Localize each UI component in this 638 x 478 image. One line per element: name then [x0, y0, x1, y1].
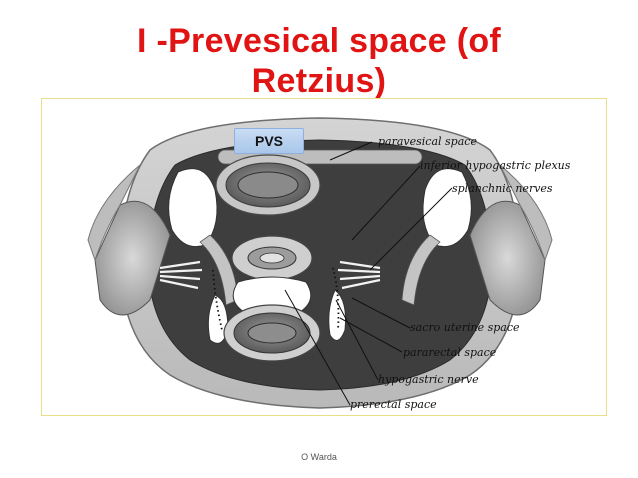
label-prerectal-space: prerectal space — [350, 398, 437, 411]
cervix-lumen — [259, 252, 285, 264]
bladder-lumen — [237, 171, 299, 199]
diagram-frame — [41, 98, 607, 416]
right-pararectal-space — [328, 289, 346, 341]
left-splanchnic-nerves — [159, 260, 203, 290]
right-vesico-uterine-septum — [401, 234, 441, 306]
right-hypogastric-nerve — [332, 267, 340, 331]
right-outer-flange — [499, 164, 553, 262]
footer-author: O Warda — [301, 452, 337, 462]
left-outer-flange — [87, 164, 141, 262]
leader-lines — [284, 141, 453, 406]
slide-title-line-1: I -Prevesical space (of — [136, 22, 502, 60]
label-sacro-uterine-space: sacro uterine space — [410, 321, 520, 334]
pvs-label-box: PVS — [234, 128, 304, 154]
label-splanchnic-nerves: splanchnic nerves — [452, 182, 553, 195]
left-vesico-uterine-septum — [199, 234, 239, 306]
slide-title-line-2: Retzius) — [251, 62, 387, 100]
left-hypogastric-nerve — [212, 269, 223, 331]
right-pelvic-bone — [469, 200, 546, 316]
label-inferior-hypogastric-plexus: inferior hypogastric plexus — [420, 159, 571, 172]
label-hypogastric-nerve: hypogastric nerve — [378, 373, 479, 386]
rectum-lumen — [247, 322, 297, 344]
label-paravesical-space: paravesical space — [378, 135, 477, 148]
label-pararectal-space: pararectal space — [403, 346, 497, 359]
left-pararectal-space — [207, 294, 229, 344]
